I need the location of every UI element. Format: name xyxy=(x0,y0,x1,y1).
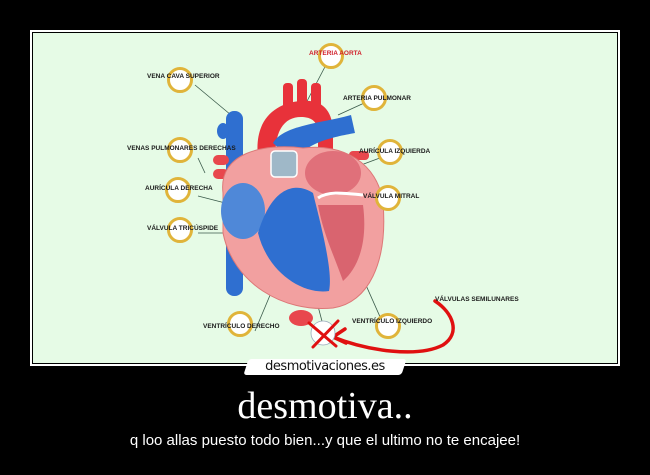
label-arteria-pulmonar: ARTERIA PULMONAR xyxy=(343,95,412,102)
watermark-text: desmotivaciones.es xyxy=(265,359,385,374)
label-auricula-derecha: AURÍCULA DERECHA xyxy=(145,185,213,192)
label-auricula-izquierda: AURÍCULA IZQUIERDA xyxy=(359,148,431,155)
label-ring-ventriculo-derecho xyxy=(227,311,253,337)
label-ring-venas-pulmonares xyxy=(167,137,193,163)
label-valvulas-semilunares: VÁLVULAS SEMILUNARES xyxy=(435,296,519,303)
label-ring-auricula-izquierda xyxy=(377,139,403,165)
caption-title: desmotiva.. xyxy=(237,385,413,427)
label-ring-valvula-mitral xyxy=(375,185,401,211)
caption-subtitle: q loo allas puesto todo bien...y que el … xyxy=(129,432,521,449)
label-vena-cava-superior: VENA CAVA SUPERIOR xyxy=(147,73,220,80)
label-ring-ventriculo-izquierdo xyxy=(375,313,401,339)
label-ring-valvula-tricuspide xyxy=(167,217,193,243)
label-arteria-aorta: ARTERIA AORTA xyxy=(309,50,362,57)
label-ventriculo-derecho: VENTRÍCULO DERECHO xyxy=(203,323,280,330)
heart-diagram-image: VENA CAVA SUPERIOR ARTERIA AORTA ARTERIA… xyxy=(33,33,617,363)
label-ring-auricula-derecha xyxy=(165,177,191,203)
label-venas-pulmonares-derechas: VENAS PULMONARES DERECHAS xyxy=(127,145,236,152)
label-valvula-mitral: VÁLVULA MITRAL xyxy=(363,193,420,200)
label-valvula-tricuspide: VÁLVULA TRICÚSPIDE xyxy=(147,225,219,232)
heart-illustration xyxy=(194,60,455,354)
label-ventriculo-izquierdo: VENTRÍCULO IZQUIERDO xyxy=(352,318,433,325)
label-ring-aorta xyxy=(318,43,344,69)
label-ring-arteria-pulmonar xyxy=(361,85,387,111)
label-ring-vena-cava xyxy=(167,67,193,93)
